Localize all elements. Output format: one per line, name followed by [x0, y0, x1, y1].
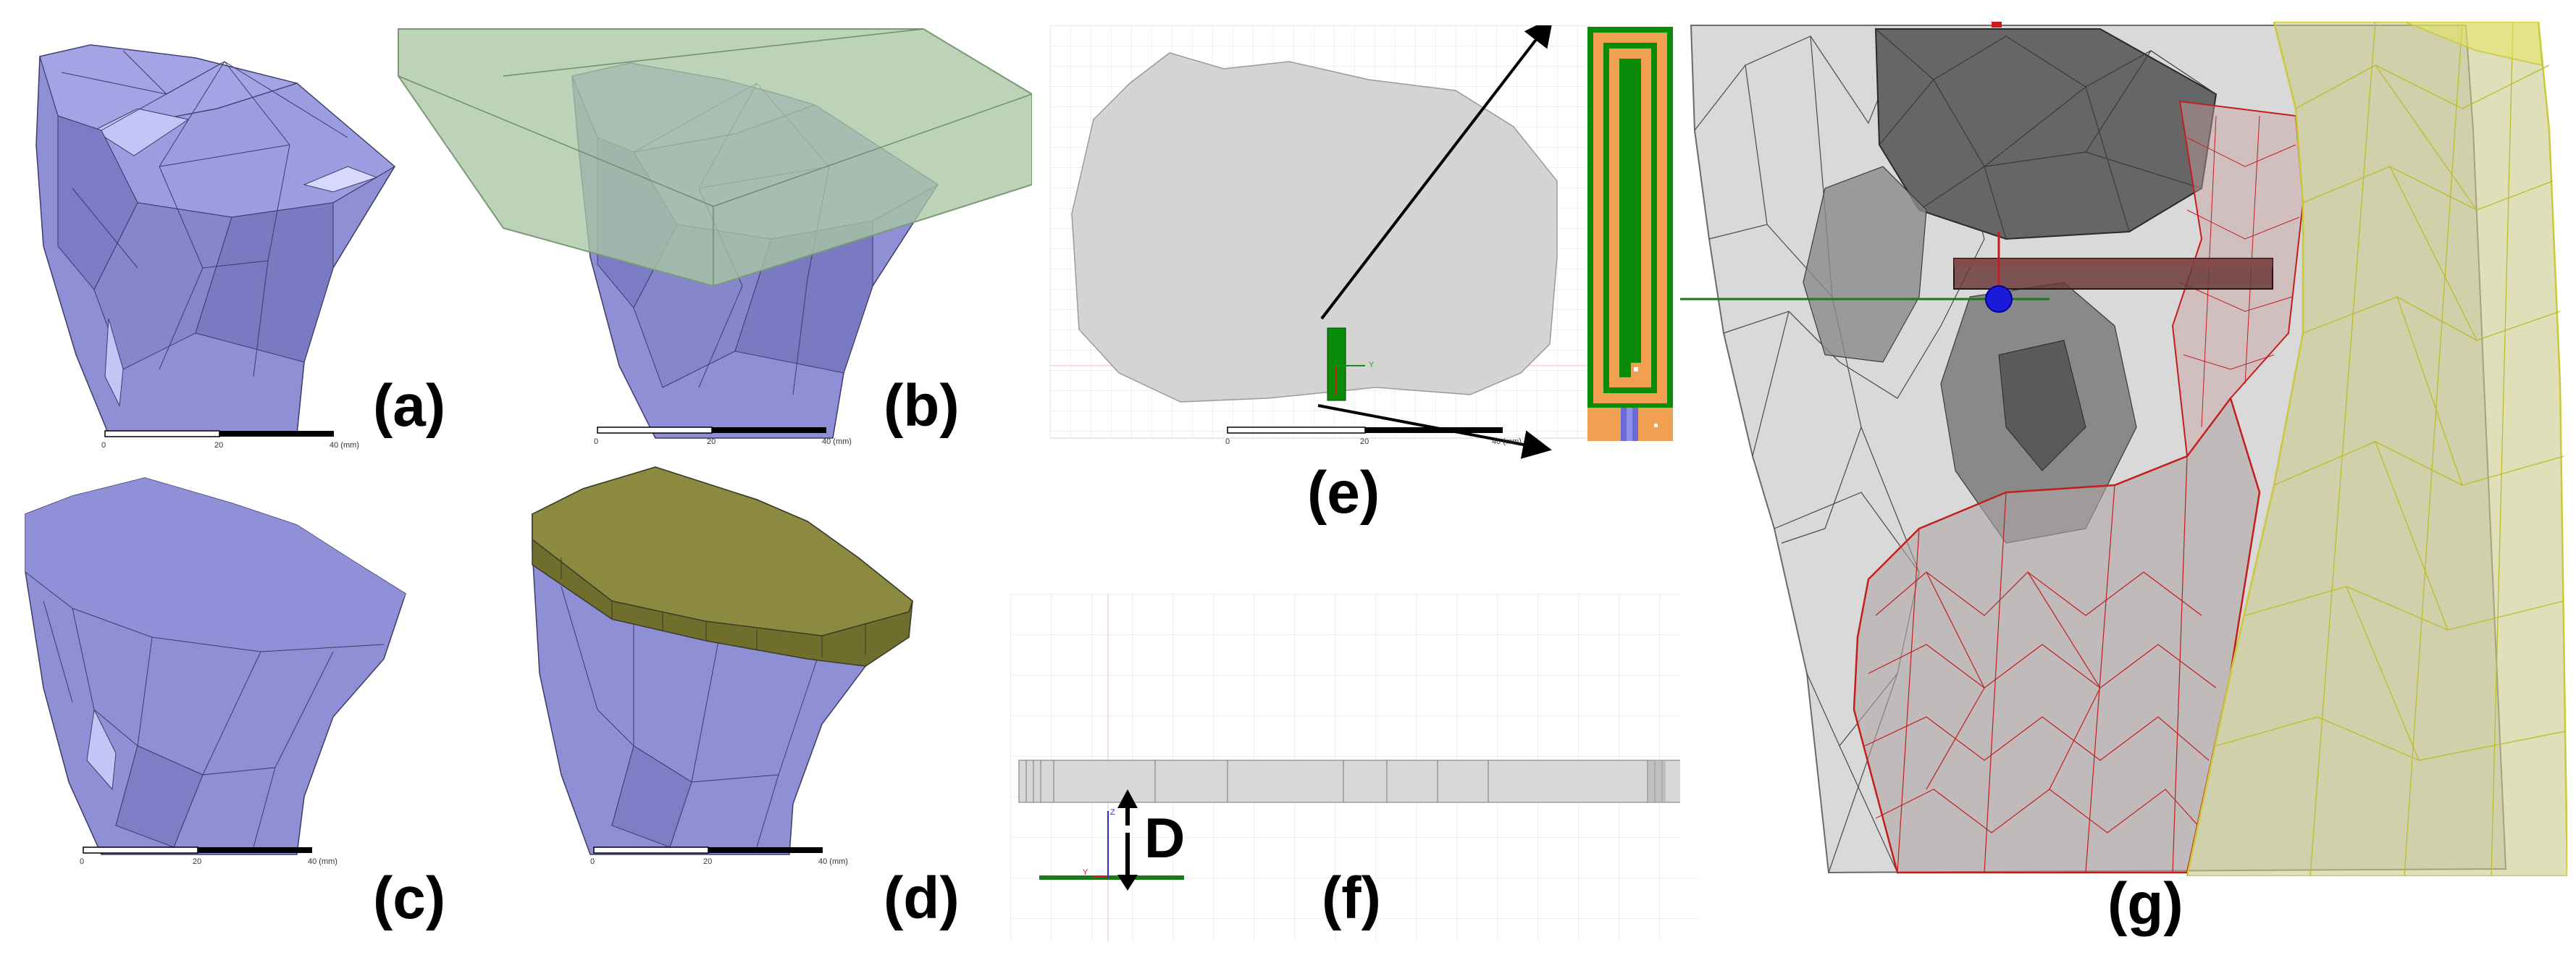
scale-tick-0: 0	[1225, 437, 1230, 446]
panel-b: 0 20 40 (mm)	[395, 25, 1032, 460]
antenna-placement-e: Y 0 20 40 (mm)	[1050, 25, 1590, 459]
panel-a: 0 20 40 (mm)	[14, 29, 463, 456]
tibia-cut-c: 0 20 40 (mm)	[25, 477, 406, 866]
depth-label-d: D	[1144, 806, 1186, 870]
scale-tick-20: 20	[707, 437, 716, 446]
scale-tick-40: 40 (mm)	[330, 441, 359, 450]
panel-d: 0 20 40 (mm)	[518, 456, 923, 876]
tibia-cut-slab-d: 0 20 40 (mm)	[532, 466, 913, 866]
antenna-depth-f: Z Y	[1010, 594, 1698, 941]
tibia-cut-plane-b: 0 20 40 (mm)	[398, 28, 1032, 446]
scale-tick-20: 20	[703, 857, 712, 866]
tibia-mesh-a: 0 20 40 (mm)	[35, 44, 396, 450]
scale-tick-40: 40 (mm)	[1492, 437, 1522, 446]
scale-tick-40: 40 (mm)	[818, 857, 848, 866]
panel-g	[1680, 22, 2567, 876]
scale-bar-a: 0 20 40 (mm)	[101, 430, 359, 450]
scale-bar-b: 0 20 40 (mm)	[594, 427, 852, 446]
panel-c: 0 20 40 (mm)	[14, 471, 463, 876]
scale-tick-0: 0	[594, 437, 598, 446]
panel-label-b: (b)	[884, 373, 960, 439]
scale-tick-0: 0	[80, 857, 84, 866]
implant	[1680, 232, 2273, 313]
scale-tick-40: 40 (mm)	[822, 437, 852, 446]
panel-f: Z Y	[1010, 594, 1698, 941]
antenna-layout	[1587, 27, 1673, 441]
panel-label-f: (f)	[1322, 865, 1381, 931]
axis-y-label: Y	[1083, 868, 1088, 877]
panel-label-c: (c)	[373, 865, 446, 931]
scale-tick-40: 40 (mm)	[308, 857, 337, 866]
scale-tick-20: 20	[193, 857, 201, 866]
panel-label-e: (e)	[1307, 460, 1380, 526]
scale-tick-0: 0	[590, 857, 595, 866]
knee-model-implant-g	[1680, 22, 2567, 876]
axis-z-label: Z	[1110, 808, 1115, 817]
scale-tick-20: 20	[214, 441, 223, 450]
panel-label-g: (g)	[2107, 871, 2183, 937]
scale-tick-0: 0	[101, 441, 106, 450]
scale-bar-c: 0 20 40 (mm)	[80, 846, 337, 866]
panel-e: Y 0 20 40 (mm)	[1050, 25, 1702, 460]
scale-tick-20: 20	[1360, 437, 1369, 446]
panel-label-a: (a)	[373, 373, 446, 439]
scale-bar-d: 0 20 40 (mm)	[590, 846, 848, 866]
panel-label-d: (d)	[884, 865, 960, 931]
antenna-zoom-inset	[1586, 25, 1677, 445]
axis-y-label: Y	[1369, 361, 1375, 369]
scale-bar-e: 0 20 40 (mm)	[1225, 427, 1522, 446]
